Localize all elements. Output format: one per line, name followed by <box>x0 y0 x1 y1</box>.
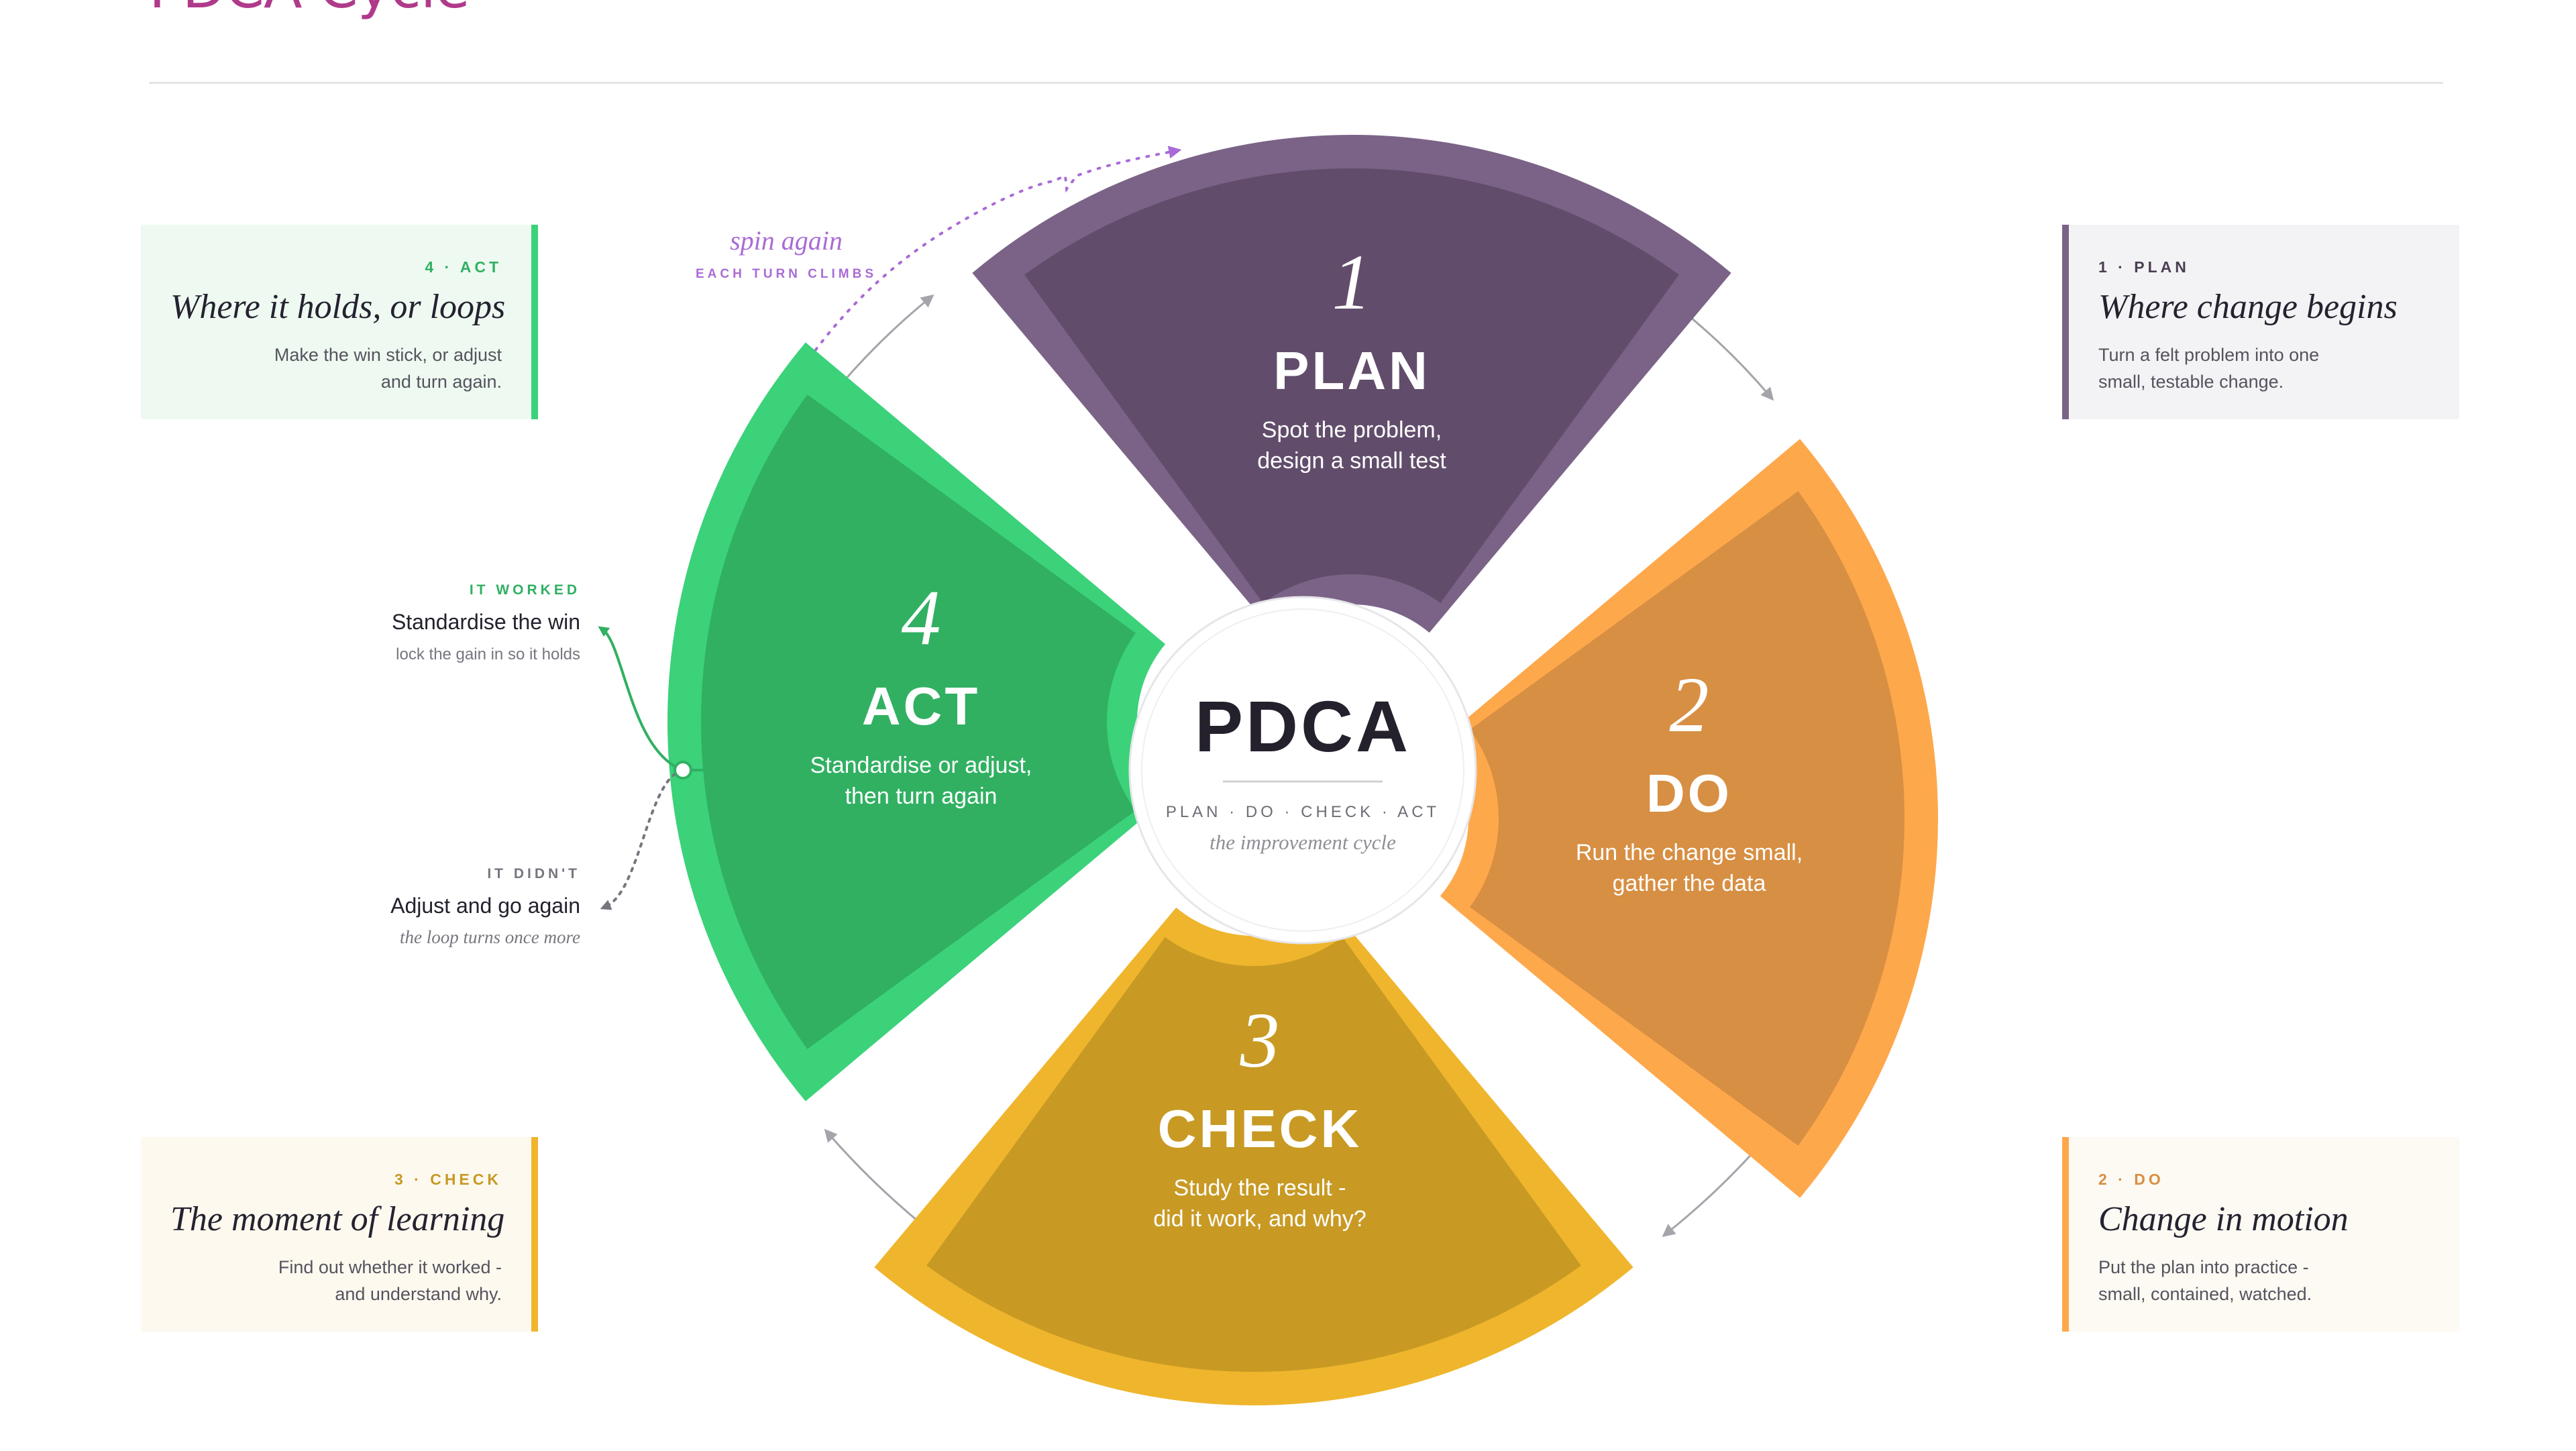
branch-didnt-kicker: IT DIDN'T <box>487 866 580 881</box>
segment-plan-desc-line1: Spot the problem, <box>1262 417 1442 443</box>
card-plan: 1 · PLAN Where change begins Turn a felt… <box>2062 225 2459 419</box>
branch-worked-arrow <box>598 626 684 771</box>
spin-again-label: spin again <box>730 225 843 256</box>
hub-inner-ring <box>1141 608 1464 932</box>
branch-worked-label: Standardise the win <box>392 610 580 634</box>
segment-do-number: 2 <box>1670 661 1709 749</box>
segment-plan-title: PLAN <box>1273 341 1430 400</box>
hub-title: PDCA <box>1195 686 1411 767</box>
card-plan-heading: Where change begins <box>2098 288 2398 326</box>
card-do-kicker: 2 · DO <box>2098 1171 2164 1188</box>
segment-do-inner <box>1470 491 1904 1146</box>
branch-didnt-label: Adjust and go again <box>390 894 580 918</box>
segment-do-desc-line2: gather the data <box>1613 871 1766 896</box>
branch-worked-kicker: IT WORKED <box>470 582 580 598</box>
card-check-body: Find out whether it worked - and underst… <box>278 1257 502 1304</box>
card-do-heading: Change in motion <box>2098 1200 2349 1238</box>
segment-check-desc-line2: did it work, and why? <box>1153 1206 1366 1232</box>
segment-check-desc-line1: Study the result - <box>1173 1175 1346 1201</box>
segment-plan-desc-line2: design a small test <box>1257 448 1446 474</box>
segment-act-desc-line1: Standardise or adjust, <box>810 753 1032 778</box>
card-check-kicker: 3 · CHECK <box>394 1171 502 1188</box>
hub-subtitle: PLAN · DO · CHECK · ACT <box>1166 803 1440 821</box>
card-do-body: Put the plan into practice - small, cont… <box>2098 1257 2312 1304</box>
segment-plan-inner <box>1024 168 1679 603</box>
segment-check-title: CHECK <box>1158 1099 1362 1159</box>
segment-check-inner <box>926 937 1581 1373</box>
segment-act-desc-line2: then turn again <box>845 784 998 809</box>
segment-plan-number: 1 <box>1332 238 1372 326</box>
card-check-heading: The moment of learning <box>170 1200 505 1238</box>
card-act: 4 · ACT Where it holds, or loops Make th… <box>141 225 538 419</box>
branch-worked-note: lock the gain in so it holds <box>396 645 580 663</box>
title-divider <box>149 82 2443 84</box>
card-plan-kicker: 1 · PLAN <box>2098 258 2190 276</box>
card-do: 2 · DO Change in motion Put the plan int… <box>2062 1137 2459 1332</box>
spin-again-note: EACH TURN CLIMBS <box>696 267 877 281</box>
hub-caption: the improvement cycle <box>1210 830 1396 854</box>
segment-act-number: 4 <box>902 574 941 661</box>
card-check: 3 · CHECK The moment of learning Find ou… <box>141 1137 538 1332</box>
segment-act-title: ACT <box>862 676 980 736</box>
segment-act-inner <box>701 394 1136 1049</box>
card-act-body: Make the win stick, or adjust and turn a… <box>274 345 502 392</box>
segment-do-title: DO <box>1646 763 1732 823</box>
branch-didnt-arrow <box>600 769 684 910</box>
card-act-kicker: 4 · ACT <box>425 258 502 276</box>
segment-do-desc-line1: Run the change small, <box>1576 840 1803 865</box>
page-title: PDCA Cycle <box>149 0 470 22</box>
branch-node <box>674 761 692 780</box>
card-act-heading: Where it holds, or loops <box>170 288 506 326</box>
segment-check-number: 3 <box>1240 996 1280 1084</box>
card-plan-body: Turn a felt problem into one small, test… <box>2098 345 2320 392</box>
branch-didnt-note: the loop turns once more <box>400 927 580 947</box>
